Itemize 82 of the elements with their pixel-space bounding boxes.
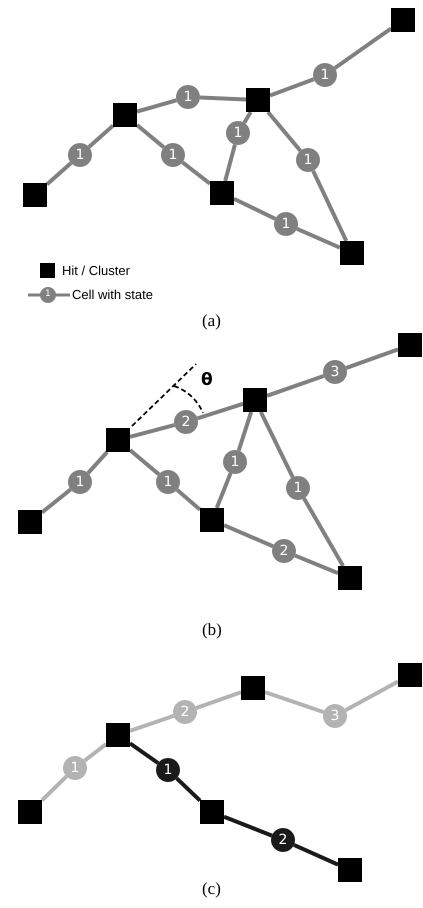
connector-line [176, 488, 202, 512]
connector-line [242, 110, 252, 124]
connector-line [88, 124, 114, 149]
cell-circle: 1 [176, 85, 200, 109]
panel-caption: (b) [202, 621, 222, 638]
connector-line [296, 227, 341, 250]
hit-square [338, 858, 362, 882]
cell-circle: 1 [156, 470, 180, 494]
panel-caption: (c) [202, 880, 221, 897]
connector-line [175, 776, 202, 802]
connector-line [214, 472, 232, 509]
cell-circle: 3 [323, 704, 347, 728]
hit-square [398, 663, 422, 687]
connector-line [311, 170, 348, 242]
connector-line [128, 742, 160, 765]
cell-circle: 1 [223, 450, 247, 474]
connector-line [259, 411, 295, 478]
connector-line [196, 690, 242, 710]
cell-circle: 2 [174, 410, 198, 434]
cell-circle: 1 [156, 758, 180, 782]
cell-circle: 1 [68, 143, 92, 167]
cell-circle: 1 [161, 143, 185, 167]
hit-square [18, 800, 42, 824]
hit-square [338, 566, 362, 590]
cell-circle: 1 [286, 476, 310, 500]
connector-line [293, 843, 339, 866]
connector-line [344, 680, 399, 712]
cell-circle: 1 [63, 756, 87, 780]
connector-line [129, 423, 175, 439]
hit-square [391, 8, 415, 32]
connector-line [86, 450, 109, 474]
connector-line [200, 96, 246, 102]
cell-circle: 1 [274, 212, 298, 236]
hit-square [241, 676, 265, 700]
legend-label: Hit / Cluster [62, 264, 130, 277]
connector-line [128, 448, 160, 476]
connector-line [223, 523, 274, 548]
connector-line [346, 347, 399, 370]
connector-line [269, 77, 314, 98]
hit-square [200, 508, 224, 532]
cell-circle: 3 [323, 360, 347, 384]
cell-circle: 1 [296, 148, 320, 172]
connector-line [302, 497, 345, 567]
connector-line [236, 411, 254, 452]
cell-circle: 1 [313, 63, 337, 87]
hit-square [200, 800, 224, 824]
connector-line [136, 98, 178, 114]
state-number: 1 [45, 290, 51, 299]
hit-square [106, 723, 130, 747]
hit-square [398, 333, 422, 357]
hit-square [18, 510, 42, 534]
connector-line [223, 814, 273, 838]
connector-line [264, 690, 324, 714]
connector-line [266, 374, 324, 398]
hit-square [246, 88, 270, 112]
cell-circle: 2 [173, 700, 197, 724]
connector-line [40, 488, 72, 514]
panel-caption: (a) [202, 312, 221, 329]
connector-line [181, 160, 212, 186]
hit-square [113, 103, 137, 127]
connector-line [334, 26, 392, 70]
connector-line [266, 110, 302, 152]
hit-square [340, 241, 364, 265]
cell-circle: 2 [272, 539, 296, 563]
connector-line [136, 123, 166, 149]
cell-circle: 1 [68, 470, 92, 494]
angle-symbol: θ [201, 372, 213, 389]
connector-line [129, 714, 174, 733]
connector-line [83, 742, 108, 762]
connector-line [233, 197, 276, 221]
hit-square [243, 388, 267, 412]
hit-square [210, 181, 234, 205]
connector-line [46, 161, 72, 186]
connector-line [223, 144, 237, 182]
legend-label: Cell with state [72, 288, 153, 301]
cell-circle: 1 [226, 121, 250, 145]
hit-square [23, 183, 47, 207]
connector-line [196, 402, 244, 420]
hit-square [106, 428, 130, 452]
connector-line [294, 554, 339, 575]
cell-circle: 2 [271, 828, 295, 852]
connector-line [40, 774, 68, 802]
